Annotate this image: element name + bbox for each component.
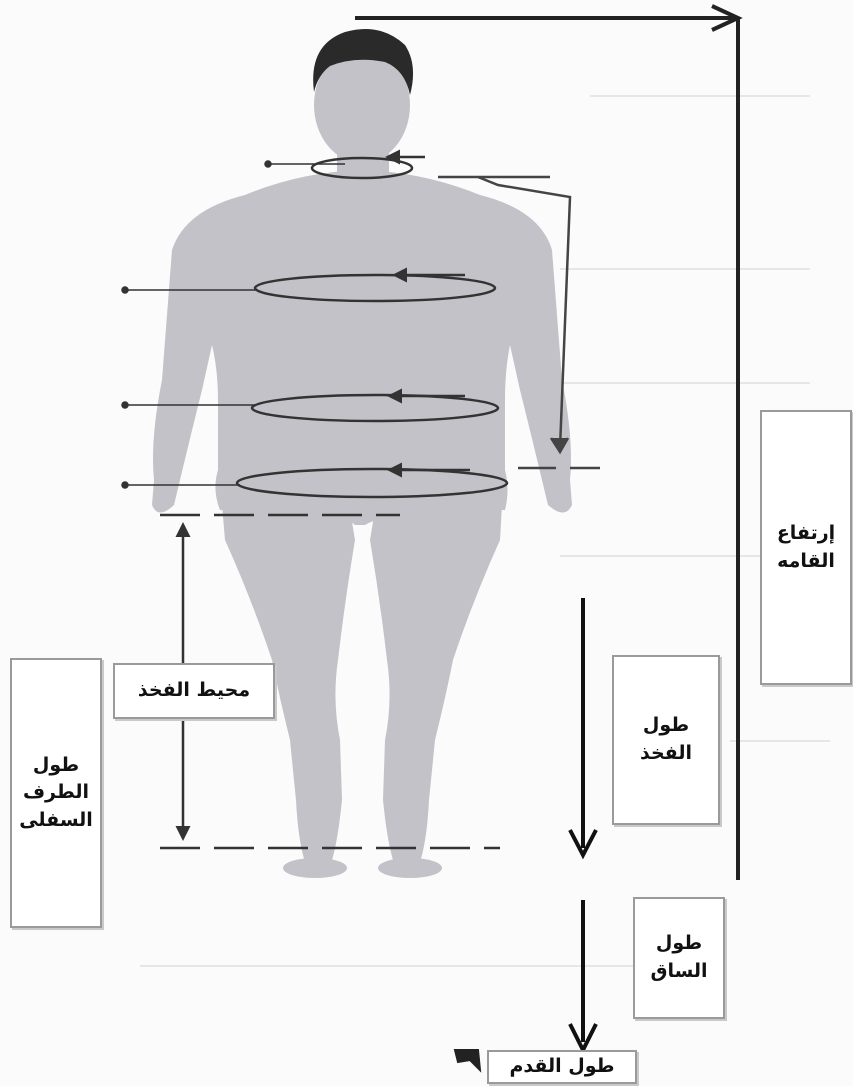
- thigh-circumference-label: محيط الفخذ: [138, 677, 250, 705]
- leg-length-label: طول الساق: [650, 930, 707, 985]
- thigh-length-label-box: طول الفخذ: [612, 655, 720, 825]
- height-label-box: إرتفاع القامه: [760, 410, 852, 685]
- foot-length-label-box: طول القدم: [487, 1050, 637, 1084]
- leg-length-arrow-icon: [570, 900, 596, 1050]
- lower-limb-length-label-box: طول الطرف السفلى: [10, 658, 102, 928]
- foot-length-label: طول القدم: [509, 1053, 614, 1081]
- height-label: إرتفاع القامه: [777, 520, 835, 575]
- human-body-front-icon: [152, 47, 572, 878]
- thigh-length-label: طول الفخذ: [640, 712, 692, 767]
- lower-limb-length-label: طول الطرف السفلى: [19, 752, 93, 835]
- leg-length-label-box: طول الساق: [633, 897, 725, 1019]
- foot-length-arrow-icon: [455, 1050, 480, 1070]
- thigh-length-arrow-icon: [570, 598, 596, 855]
- thigh-circumference-label-box: محيط الفخذ: [113, 663, 275, 719]
